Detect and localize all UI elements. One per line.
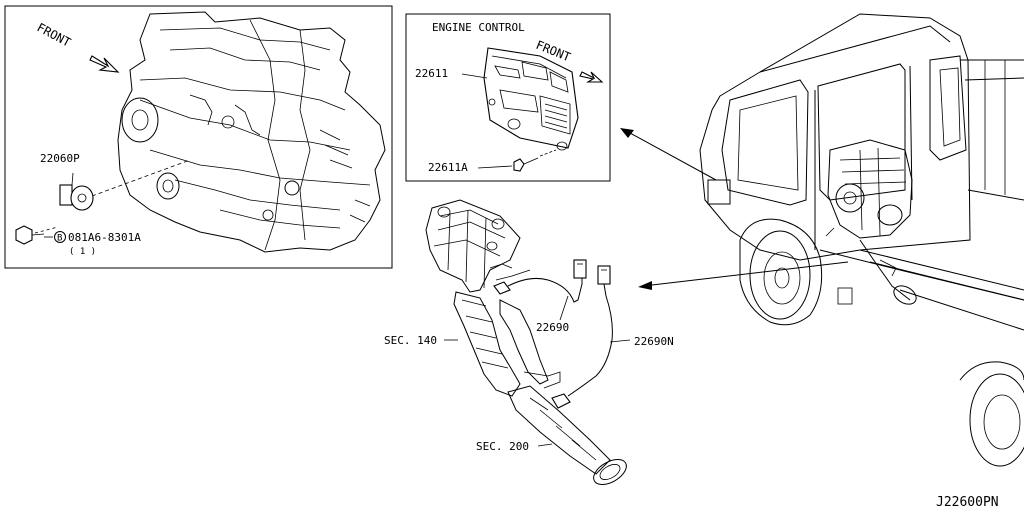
truck-engine-bay: [827, 139, 917, 305]
o2-sensor-tip-icon: [493, 281, 511, 295]
arrow-truck-to-exhaust: [638, 261, 849, 290]
label-22611a: 22611A: [428, 161, 468, 174]
engine-block: [117, 11, 386, 253]
label-sec200: SEC. 200: [476, 440, 529, 453]
screw-head-icon: [513, 158, 525, 172]
o2-sensor-downstream: [551, 265, 613, 409]
engine-control-title: ENGINE CONTROL: [432, 21, 525, 34]
engine-inset: FRONT: [4, 5, 393, 269]
cab-door-window: [817, 63, 906, 201]
cab-side-window: [721, 79, 809, 206]
bolt-circle-letter: B: [57, 234, 62, 244]
leader-22611: [461, 73, 488, 79]
ecm-screw: [513, 149, 557, 172]
exhaust-manifold: [425, 199, 521, 293]
label-22611: 22611: [415, 67, 448, 80]
truck-illustration: [699, 13, 1024, 467]
o2-sensor-tip-downstream-icon: [551, 393, 571, 409]
sensor-connector-icon: [59, 184, 73, 206]
ecm-module: [483, 47, 579, 151]
front-wheel: [749, 230, 811, 320]
label-sec140: SEC. 140: [384, 334, 437, 347]
arrow-ecm-to-cab: [620, 128, 717, 181]
ecm-body-icon: [483, 47, 579, 149]
sensor-body-icon: [70, 185, 94, 211]
leader-22690n: [609, 339, 631, 343]
engine-inset-frame: [4, 5, 393, 269]
rear-wheel: [969, 373, 1024, 467]
o2-connector-downstream-icon: [597, 265, 611, 285]
label-bolt-code: 081A6-8301A: [68, 231, 141, 244]
front-arrow-right-icon: [579, 71, 604, 83]
leader-22690: [559, 295, 569, 321]
front-catalyst: [453, 291, 521, 397]
front-arrow-left-icon: [89, 55, 120, 73]
o2-connector-upstream-icon: [573, 259, 587, 279]
leader-sec200: [537, 443, 553, 447]
pipe-outlet: [593, 459, 627, 485]
label-22060p: 22060P: [40, 152, 80, 165]
rear-catalyst: [507, 385, 611, 475]
front-label-left: FRONT: [35, 20, 73, 49]
exhaust-assembly: 22690 22690N SEC. 140 SEC. 200: [384, 199, 674, 485]
label-bolt-qty: ( 1 ): [69, 247, 96, 257]
leader-22611a: [477, 165, 513, 169]
bolt-head-icon: [15, 225, 33, 245]
sensor-leader-dashed: [91, 159, 191, 197]
bolt-leader-dashed: [34, 226, 59, 234]
cab-side-marker: [707, 179, 731, 205]
bolt-part: B 081A6-8301A ( 1 ): [15, 225, 141, 257]
label-22690: 22690: [536, 321, 569, 334]
label-22690n: 22690N: [634, 335, 674, 348]
crank-position-sensor: 22060P: [40, 152, 94, 211]
engine-control-frame: [405, 13, 611, 182]
front-arrow-left: FRONT: [35, 20, 120, 73]
engine-control-inset: ENGINE CONTROL FRONT 22611: [405, 13, 611, 182]
bolt-circle-badge: [54, 231, 66, 243]
diagram-code: J22600PN: [936, 495, 999, 510]
o2-sensor-upstream: [489, 259, 587, 303]
